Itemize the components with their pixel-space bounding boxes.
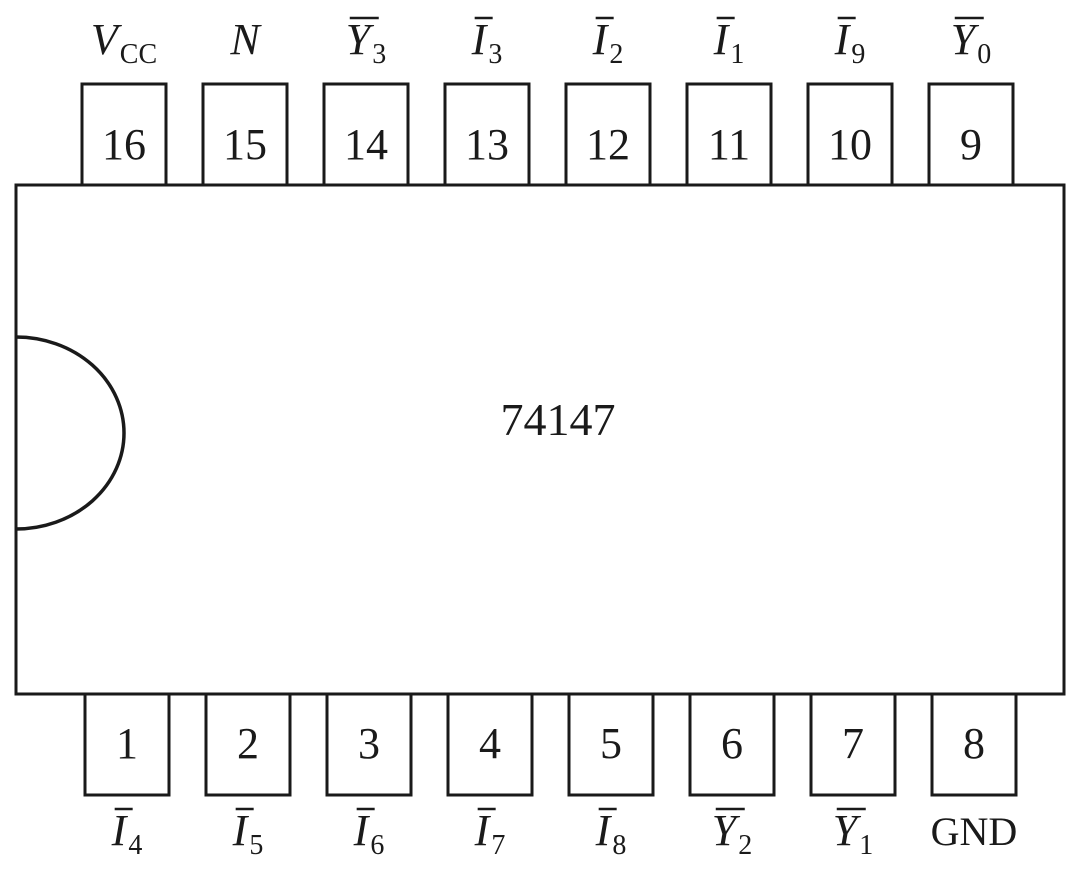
signal-name: I bbox=[713, 15, 731, 64]
pin-number: 11 bbox=[708, 120, 750, 169]
chip-part-number: 74147 bbox=[501, 394, 616, 445]
signal-name: GND bbox=[931, 809, 1018, 854]
pin-number: 4 bbox=[479, 719, 501, 768]
signal-subscript: 8 bbox=[612, 830, 626, 861]
pin-number: 12 bbox=[586, 120, 630, 169]
pin-8 bbox=[930, 692, 1018, 797]
signal-label-pin-13: I3 bbox=[471, 15, 503, 70]
signal-label-pin-9: Y0 bbox=[951, 15, 991, 70]
chip-body bbox=[14, 183, 1066, 696]
signal-name: Y bbox=[712, 806, 741, 855]
top-pin-row: 16 15 14 13 12 11 10 9 bbox=[80, 82, 1015, 187]
signal-label-pin-4: I7 bbox=[474, 806, 506, 861]
pin-number: 9 bbox=[960, 120, 982, 169]
bottom-pin-row: 1 2 3 4 5 6 7 8 bbox=[83, 692, 1018, 797]
pin-9 bbox=[927, 82, 1015, 187]
signal-name: I bbox=[111, 806, 129, 855]
signal-name: Y bbox=[346, 15, 375, 64]
signal-name: I bbox=[232, 806, 250, 855]
pin-number: 6 bbox=[721, 719, 743, 768]
signal-subscript: 3 bbox=[372, 39, 386, 70]
signal-subscript: 2 bbox=[738, 830, 752, 861]
orientation-notch bbox=[15, 335, 126, 531]
signal-subscript: CC bbox=[120, 39, 157, 70]
signal-label-pin-12: I2 bbox=[592, 15, 624, 70]
pin-number: 5 bbox=[600, 719, 622, 768]
pin-number: 3 bbox=[358, 719, 380, 768]
signal-subscript: 0 bbox=[977, 39, 991, 70]
signal-subscript: 5 bbox=[249, 830, 263, 861]
pin-number: 2 bbox=[237, 719, 259, 768]
signal-label-pin-14: Y3 bbox=[346, 15, 386, 70]
signal-label-pin-6: Y2 bbox=[712, 806, 752, 861]
signal-subscript: 9 bbox=[851, 39, 865, 70]
signal-label-pin-10: I9 bbox=[834, 15, 866, 70]
signal-subscript: 1 bbox=[859, 830, 873, 861]
signal-label-pin-1: I4 bbox=[111, 806, 143, 861]
signal-name: I bbox=[595, 806, 613, 855]
signal-name: I bbox=[353, 806, 371, 855]
pin-number: 10 bbox=[828, 120, 872, 169]
pin-2 bbox=[204, 692, 292, 797]
pin-3 bbox=[325, 692, 413, 797]
pin-5 bbox=[567, 692, 655, 797]
signal-subscript: 1 bbox=[730, 39, 744, 70]
signal-name: I bbox=[474, 806, 492, 855]
signal-label-pin-16: VCC bbox=[91, 15, 157, 70]
signal-name: I bbox=[834, 15, 852, 64]
signal-subscript: 4 bbox=[128, 830, 142, 861]
signal-subscript: 7 bbox=[491, 830, 505, 861]
pin-11 bbox=[685, 82, 773, 187]
signal-name: I bbox=[592, 15, 610, 64]
pin-number: 13 bbox=[465, 120, 509, 169]
signal-name: Y bbox=[951, 15, 980, 64]
pin-7 bbox=[809, 692, 897, 797]
signal-label-pin-11: I1 bbox=[713, 15, 745, 70]
signal-name: I bbox=[471, 15, 489, 64]
pin-number: 15 bbox=[223, 120, 267, 169]
pin-number: 1 bbox=[116, 719, 138, 768]
signal-label-pin-15: N bbox=[229, 15, 262, 64]
pin-number: 14 bbox=[344, 120, 388, 169]
signal-label-pin-5: I8 bbox=[595, 806, 627, 861]
signal-name: V bbox=[91, 15, 123, 64]
signal-subscript: 2 bbox=[609, 39, 623, 70]
signal-label-pin-2: I5 bbox=[232, 806, 264, 861]
signal-label-pin-7: Y1 bbox=[833, 806, 873, 861]
pin-4 bbox=[446, 692, 534, 797]
signal-name: Y bbox=[833, 806, 862, 855]
signal-label-pin-8: GND bbox=[931, 809, 1018, 854]
pin-16 bbox=[80, 82, 168, 187]
pin-15 bbox=[201, 82, 289, 187]
pin-number: 7 bbox=[842, 719, 864, 768]
signal-subscript: 6 bbox=[370, 830, 384, 861]
pin-number: 8 bbox=[963, 719, 985, 768]
pin-13 bbox=[443, 82, 531, 187]
signal-label-pin-3: I6 bbox=[353, 806, 385, 861]
pin-1 bbox=[83, 692, 171, 797]
pin-number: 16 bbox=[102, 120, 146, 169]
signal-name: N bbox=[229, 15, 262, 64]
signal-subscript: 3 bbox=[488, 39, 502, 70]
